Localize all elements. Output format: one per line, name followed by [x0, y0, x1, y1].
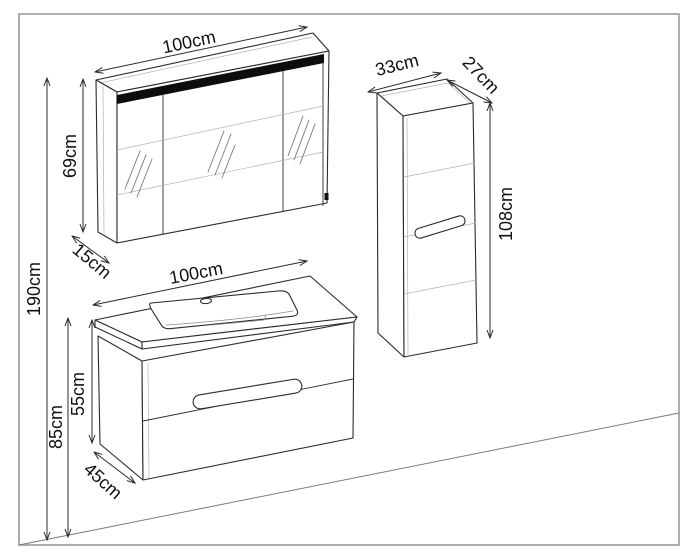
mirror-reflection-line-upper — [116, 105, 324, 151]
room-outline — [18, 13, 680, 546]
side-cabinet-width-dimension-line — [368, 73, 441, 92]
vanity-height-dimension: 55cm — [68, 320, 92, 443]
side-cabinet-height-dimension: 108cm — [490, 103, 516, 338]
mirror-glint-right-door — [287, 115, 316, 165]
vanity-drawer-handle — [192, 378, 303, 410]
mirror-cabinet-left-panel — [95, 79, 118, 244]
mirror-depth-dimension-line — [72, 236, 109, 263]
side-cabinet-depth-label: 27cm — [459, 52, 504, 98]
vanity-height-label: 55cm — [68, 372, 88, 416]
side-cabinet-width-label: 33cm — [373, 50, 421, 80]
dimensions: 100cm 69cm 15cm 33cm 27cm 108cm — [24, 27, 516, 540]
vanity-basin-ledge — [211, 314, 267, 326]
side-cabinet-seam-1 — [403, 162, 476, 178]
mirror-height-dimension: 69cm — [60, 79, 83, 232]
room-height-label: 190cm — [24, 262, 44, 316]
mirror-width-label: 100cm — [160, 27, 217, 58]
mirror-glint-left-door — [124, 150, 153, 198]
vanity-depth-dimension-line — [94, 452, 135, 483]
side-cabinet-depth-dimension-line — [447, 80, 492, 103]
counter-height-label: 85cm — [46, 405, 66, 449]
mirror-glint-middle-door — [207, 130, 236, 179]
mirror-reflection-line-lower — [116, 151, 324, 196]
floor-line — [18, 412, 680, 546]
mirror-cabinet-left-panel-inner — [102, 85, 105, 236]
vanity-body-left-panel — [97, 335, 144, 481]
mirror-height-label: 69cm — [60, 134, 80, 178]
counter-height-dimension: 85cm — [46, 318, 68, 537]
mirror-width-dimension-line — [95, 27, 307, 72]
room-height-dimension: 190cm — [24, 78, 47, 540]
side-cabinet-handle — [414, 215, 466, 239]
mirror-cabinet-switch — [324, 193, 329, 200]
vanity-faucet-hole — [199, 297, 213, 305]
side-cabinet-height-label: 108cm — [496, 187, 516, 241]
mirror-depth-label: 15cm — [69, 239, 116, 283]
room-frame — [18, 13, 680, 546]
mirror-cabinet-drawing — [95, 32, 330, 244]
vanity-unit-drawing — [94, 275, 358, 481]
side-cabinet-seam-3 — [403, 279, 477, 295]
vanity-basin-bottom-curve — [165, 310, 294, 326]
side-cabinet-left-panel — [376, 92, 405, 358]
side-cabinet-drawing — [376, 78, 478, 358]
vanity-drawer-gap-left — [147, 362, 150, 479]
vanity-width-dimension-line — [93, 261, 307, 305]
vanity-depth-label: 45cm — [80, 459, 126, 503]
mirror-depth-dimension: 15cm — [69, 236, 116, 283]
